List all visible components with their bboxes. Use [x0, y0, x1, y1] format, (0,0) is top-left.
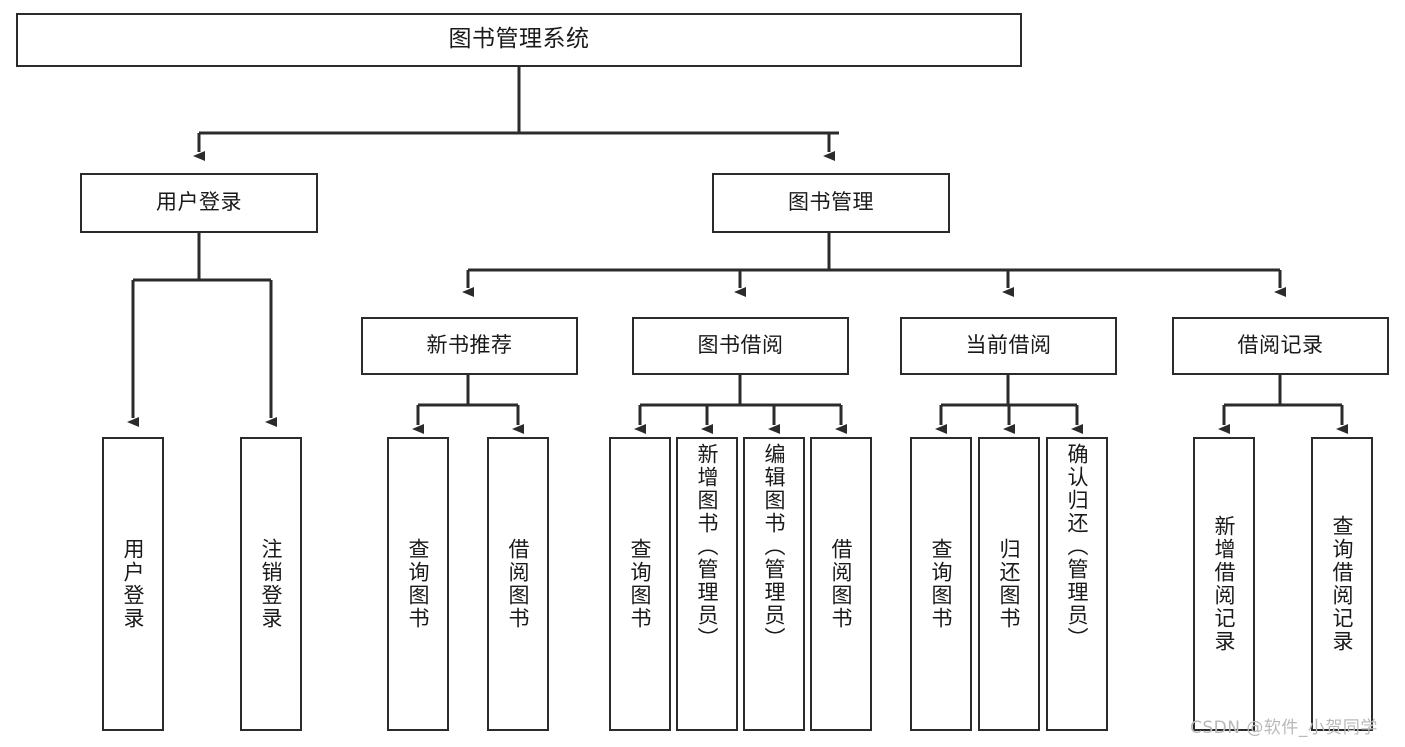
leaf-borrow-edit-book-admin-label: 编辑图书（管理员）	[762, 443, 787, 650]
node-new-book-recommendation[interactable]: 新书推荐	[361, 317, 578, 375]
node-new-book-recommendation-label: 新书推荐	[426, 333, 513, 358]
leaf-recommend-borrow-book-label: 借阅图书	[506, 538, 531, 630]
node-user-login-label: 用户登录	[156, 190, 242, 215]
leaf-borrow-add-book-admin[interactable]: 新增图书（管理员）	[676, 437, 738, 731]
leaf-record-query-borrow-record[interactable]: 查询借阅记录	[1311, 437, 1373, 731]
leaf-current-confirm-return-admin-label: 确认归还（管理员）	[1065, 443, 1090, 650]
node-root-book-management-system[interactable]: 图书管理系统	[16, 13, 1022, 67]
node-book-management[interactable]: 图书管理	[712, 173, 950, 233]
leaf-borrow-borrow-book[interactable]: 借阅图书	[810, 437, 872, 731]
node-borrow-record-label: 借阅记录	[1237, 333, 1324, 358]
leaf-current-return-book-label: 归还图书	[997, 538, 1022, 630]
leaf-user-logout-label: 注销登录	[259, 538, 284, 630]
leaf-record-add-borrow-record[interactable]: 新增借阅记录	[1193, 437, 1255, 731]
node-current-borrow[interactable]: 当前借阅	[900, 317, 1117, 375]
leaf-user-login-label: 用户登录	[121, 538, 146, 630]
node-book-borrow-label: 图书借阅	[697, 333, 784, 358]
leaf-user-login[interactable]: 用户登录	[102, 437, 164, 731]
leaf-borrow-add-book-admin-label: 新增图书（管理员）	[695, 443, 720, 650]
node-book-borrow[interactable]: 图书借阅	[632, 317, 849, 375]
node-current-borrow-label: 当前借阅	[965, 333, 1052, 358]
leaf-current-query-book-label: 查询图书	[929, 538, 954, 630]
leaf-current-query-book[interactable]: 查询图书	[910, 437, 972, 731]
node-root-label: 图书管理系统	[448, 26, 590, 53]
node-user-login[interactable]: 用户登录	[80, 173, 318, 233]
leaf-borrow-borrow-book-label: 借阅图书	[829, 538, 854, 630]
node-borrow-record[interactable]: 借阅记录	[1172, 317, 1389, 375]
leaf-recommend-query-book[interactable]: 查询图书	[387, 437, 449, 731]
leaf-borrow-query-book-label: 查询图书	[628, 538, 653, 630]
leaf-current-confirm-return-admin[interactable]: 确认归还（管理员）	[1046, 437, 1108, 731]
leaf-record-add-borrow-record-label: 新增借阅记录	[1212, 515, 1237, 653]
leaf-recommend-query-book-label: 查询图书	[406, 538, 431, 630]
leaf-recommend-borrow-book[interactable]: 借阅图书	[487, 437, 549, 731]
leaf-current-return-book[interactable]: 归还图书	[978, 437, 1040, 731]
leaf-borrow-edit-book-admin[interactable]: 编辑图书（管理员）	[743, 437, 805, 731]
leaf-record-query-borrow-record-label: 查询借阅记录	[1330, 515, 1355, 653]
leaf-user-logout[interactable]: 注销登录	[240, 437, 302, 731]
node-book-management-label: 图书管理	[788, 190, 874, 215]
leaf-borrow-query-book[interactable]: 查询图书	[609, 437, 671, 731]
